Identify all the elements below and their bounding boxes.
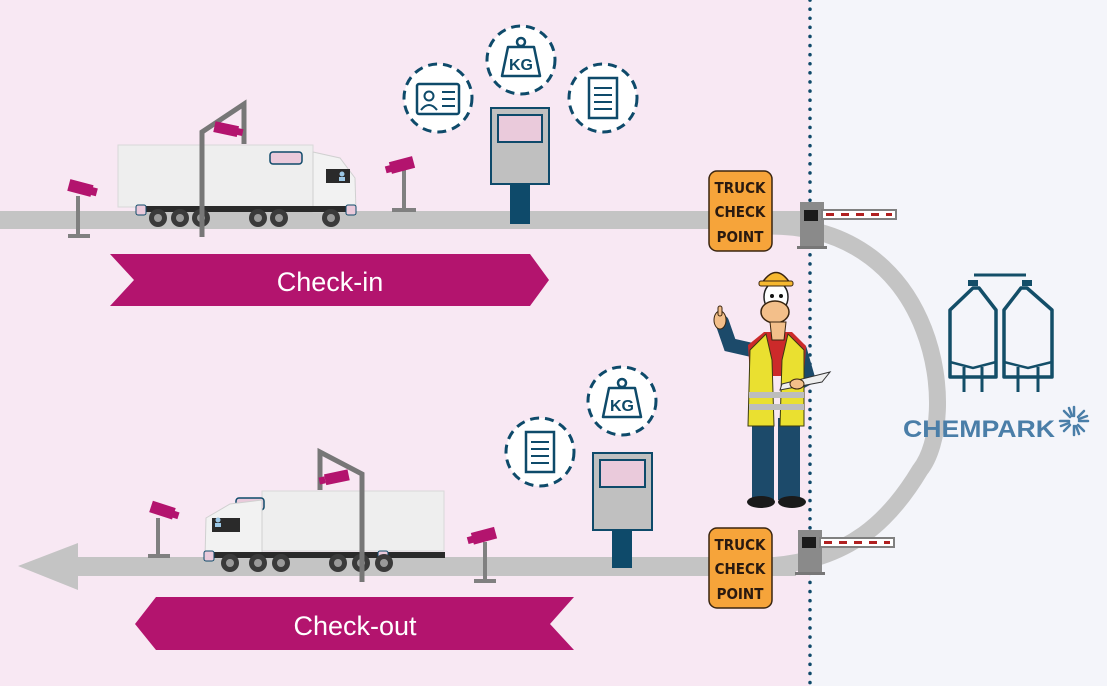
weight-kg-icon: KG [485, 24, 557, 96]
chempark-silos-icon [948, 273, 1054, 392]
camera-left-bottom [148, 500, 180, 558]
background-chempark-area [810, 0, 1107, 686]
chempark-wordmark: CHEMPARK [903, 416, 1056, 443]
weight-kg-icon-bottom: KG [586, 365, 658, 437]
road-check-out [76, 557, 796, 576]
weight-kg-label: KG [509, 57, 533, 74]
check-in-banner: Check-in [110, 254, 549, 306]
truck-check-point-sign-top: TRUCK CHECK POINT [708, 170, 773, 252]
check-out-banner: Check-out [135, 597, 574, 650]
truck-check-point-sign-bottom: TRUCK CHECK POINT [708, 527, 773, 609]
chempark-starburst-icon [1058, 405, 1090, 437]
kiosk-check-in [490, 107, 550, 224]
check-in-label: Check-in [277, 267, 384, 297]
camera-gantry-bottom [317, 447, 365, 582]
sign-top-line-1: TRUCK [715, 179, 766, 197]
barrier-gate-top[interactable] [797, 202, 897, 249]
truck-check-out [203, 490, 445, 572]
weight-kg-label-bottom: KG [610, 398, 634, 415]
camera-right-bottom [466, 526, 498, 583]
check-out-label: Check-out [293, 611, 417, 641]
security-worker-illustration [713, 271, 832, 508]
camera-gantry-top [199, 99, 247, 237]
check-out-arrow-head [18, 543, 78, 590]
chempark-logo[interactable]: CHEMPARK [903, 405, 1090, 443]
document-icon [567, 62, 639, 134]
id-card-icon [402, 62, 474, 134]
sign-bottom-line-3: POINT [717, 585, 765, 603]
barrier-gate-bottom[interactable] [795, 530, 895, 575]
sign-top-line-2: CHECK [715, 203, 766, 221]
document-icon-bottom [504, 416, 576, 488]
truck-check-in [117, 144, 357, 227]
sign-bottom-line-2: CHECK [715, 560, 766, 578]
sign-top-line-3: POINT [717, 228, 765, 246]
sign-bottom-line-1: TRUCK [715, 536, 766, 554]
camera-left-top [67, 179, 98, 238]
road-check-in [0, 211, 800, 229]
kiosk-check-out [592, 452, 653, 568]
